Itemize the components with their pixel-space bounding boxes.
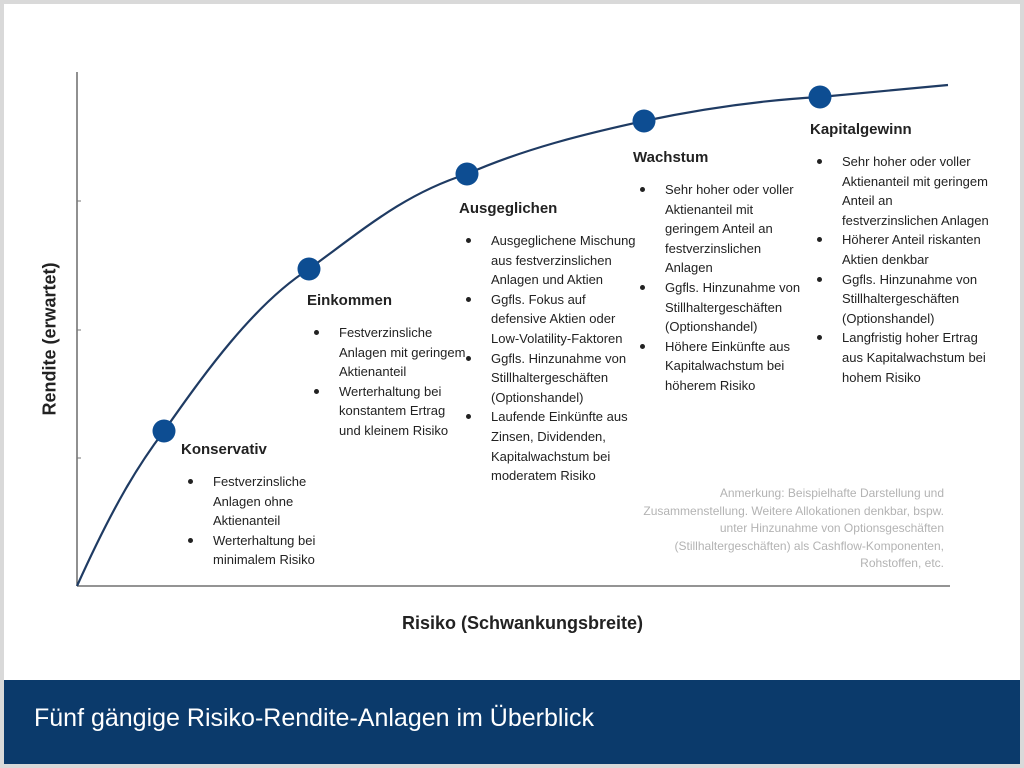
chart-annotation: Anmerkung: Beispielhafte Darstellung und… <box>643 486 944 570</box>
bullet-item: Höherer Anteil riskanten Aktien denkbar <box>810 230 990 269</box>
bullet-item: Ggfls. Hinzunahme von Stillhaltergeschäf… <box>633 278 803 337</box>
group-title: Wachstum <box>633 149 709 166</box>
marker-wachstum <box>632 109 656 133</box>
footer-banner: Fünf gängige Risiko-Rendite-Anlagen im Ü… <box>4 680 1020 764</box>
marker-ausgeglichen <box>455 162 479 186</box>
marker-konservativ <box>152 419 176 443</box>
group-wachstum: Wachstum Sehr hoher oder voller Aktienan… <box>633 149 803 396</box>
bullet-item: Höhere Einkünfte aus Kapitalwachstum bei… <box>633 337 803 396</box>
group-title: Einkommen <box>307 292 393 309</box>
bullet-list: Festverzinsliche Anlagen ohne Aktienante… <box>181 472 351 570</box>
group-ausgeglichen: Ausgeglichen Ausgeglichene Mischung aus … <box>459 200 639 486</box>
bullet-list: Ausgeglichene Mischung aus festverzinsli… <box>459 231 639 486</box>
bullet-item: Ausgeglichene Mischung aus festverzinsli… <box>459 231 639 290</box>
group-title: Ausgeglichen <box>459 200 558 217</box>
bullet-item: Laufende Einkünfte aus Zinsen, Dividende… <box>459 407 639 485</box>
bullet-item: Werterhaltung bei minimalem Risiko <box>181 531 351 570</box>
bullet-list: Sehr hoher oder voller Aktienanteil mit … <box>810 152 990 387</box>
bullet-item: Festverzinsliche Anlagen mit geringem Ak… <box>307 323 467 382</box>
group-title: Kapitalgewinn <box>810 121 912 138</box>
bullet-list: Sehr hoher oder voller Aktienanteil mit … <box>633 180 803 396</box>
group-kapitalgewinn: Kapitalgewinn Sehr hoher oder voller Akt… <box>810 121 990 387</box>
y-axis-label: Rendite (erwartet) <box>39 262 60 416</box>
group-title: Konservativ <box>181 441 267 458</box>
group-konservativ: Konservativ Festverzinsliche Anlagen ohn… <box>181 441 351 570</box>
group-einkommen: Einkommen Festverzinsliche Anlagen mit g… <box>307 292 467 441</box>
bullet-item: Ggfls. Hinzunahme von Stillhaltergeschäf… <box>810 270 990 329</box>
x-axis-label: Risiko (Schwankungsbreite) <box>402 613 644 633</box>
bullet-list: Festverzinsliche Anlagen mit geringem Ak… <box>307 323 467 441</box>
marker-kapitalgewinn <box>808 85 832 109</box>
bullet-item: Werterhaltung bei konstantem Ertrag und … <box>307 382 467 441</box>
bullet-item: Sehr hoher oder voller Aktienanteil mit … <box>810 152 990 230</box>
risk-return-chart <box>75 72 950 587</box>
bullet-item: Sehr hoher oder voller Aktienanteil mit … <box>633 180 803 278</box>
bullet-item: Ggfls. Hinzunahme von Stillhaltergeschäf… <box>459 349 639 408</box>
bullet-item: Langfristig hoher Ertrag aus Kapitalwach… <box>810 328 990 387</box>
marker-einkommen <box>297 257 321 281</box>
bullet-item: Festverzinsliche Anlagen ohne Aktienante… <box>181 472 351 531</box>
bullet-item: Ggfls. Fokus auf defensive Aktien oder L… <box>459 290 639 349</box>
footer-title: Fünf gängige Risiko-Rendite-Anlagen im Ü… <box>34 704 594 732</box>
